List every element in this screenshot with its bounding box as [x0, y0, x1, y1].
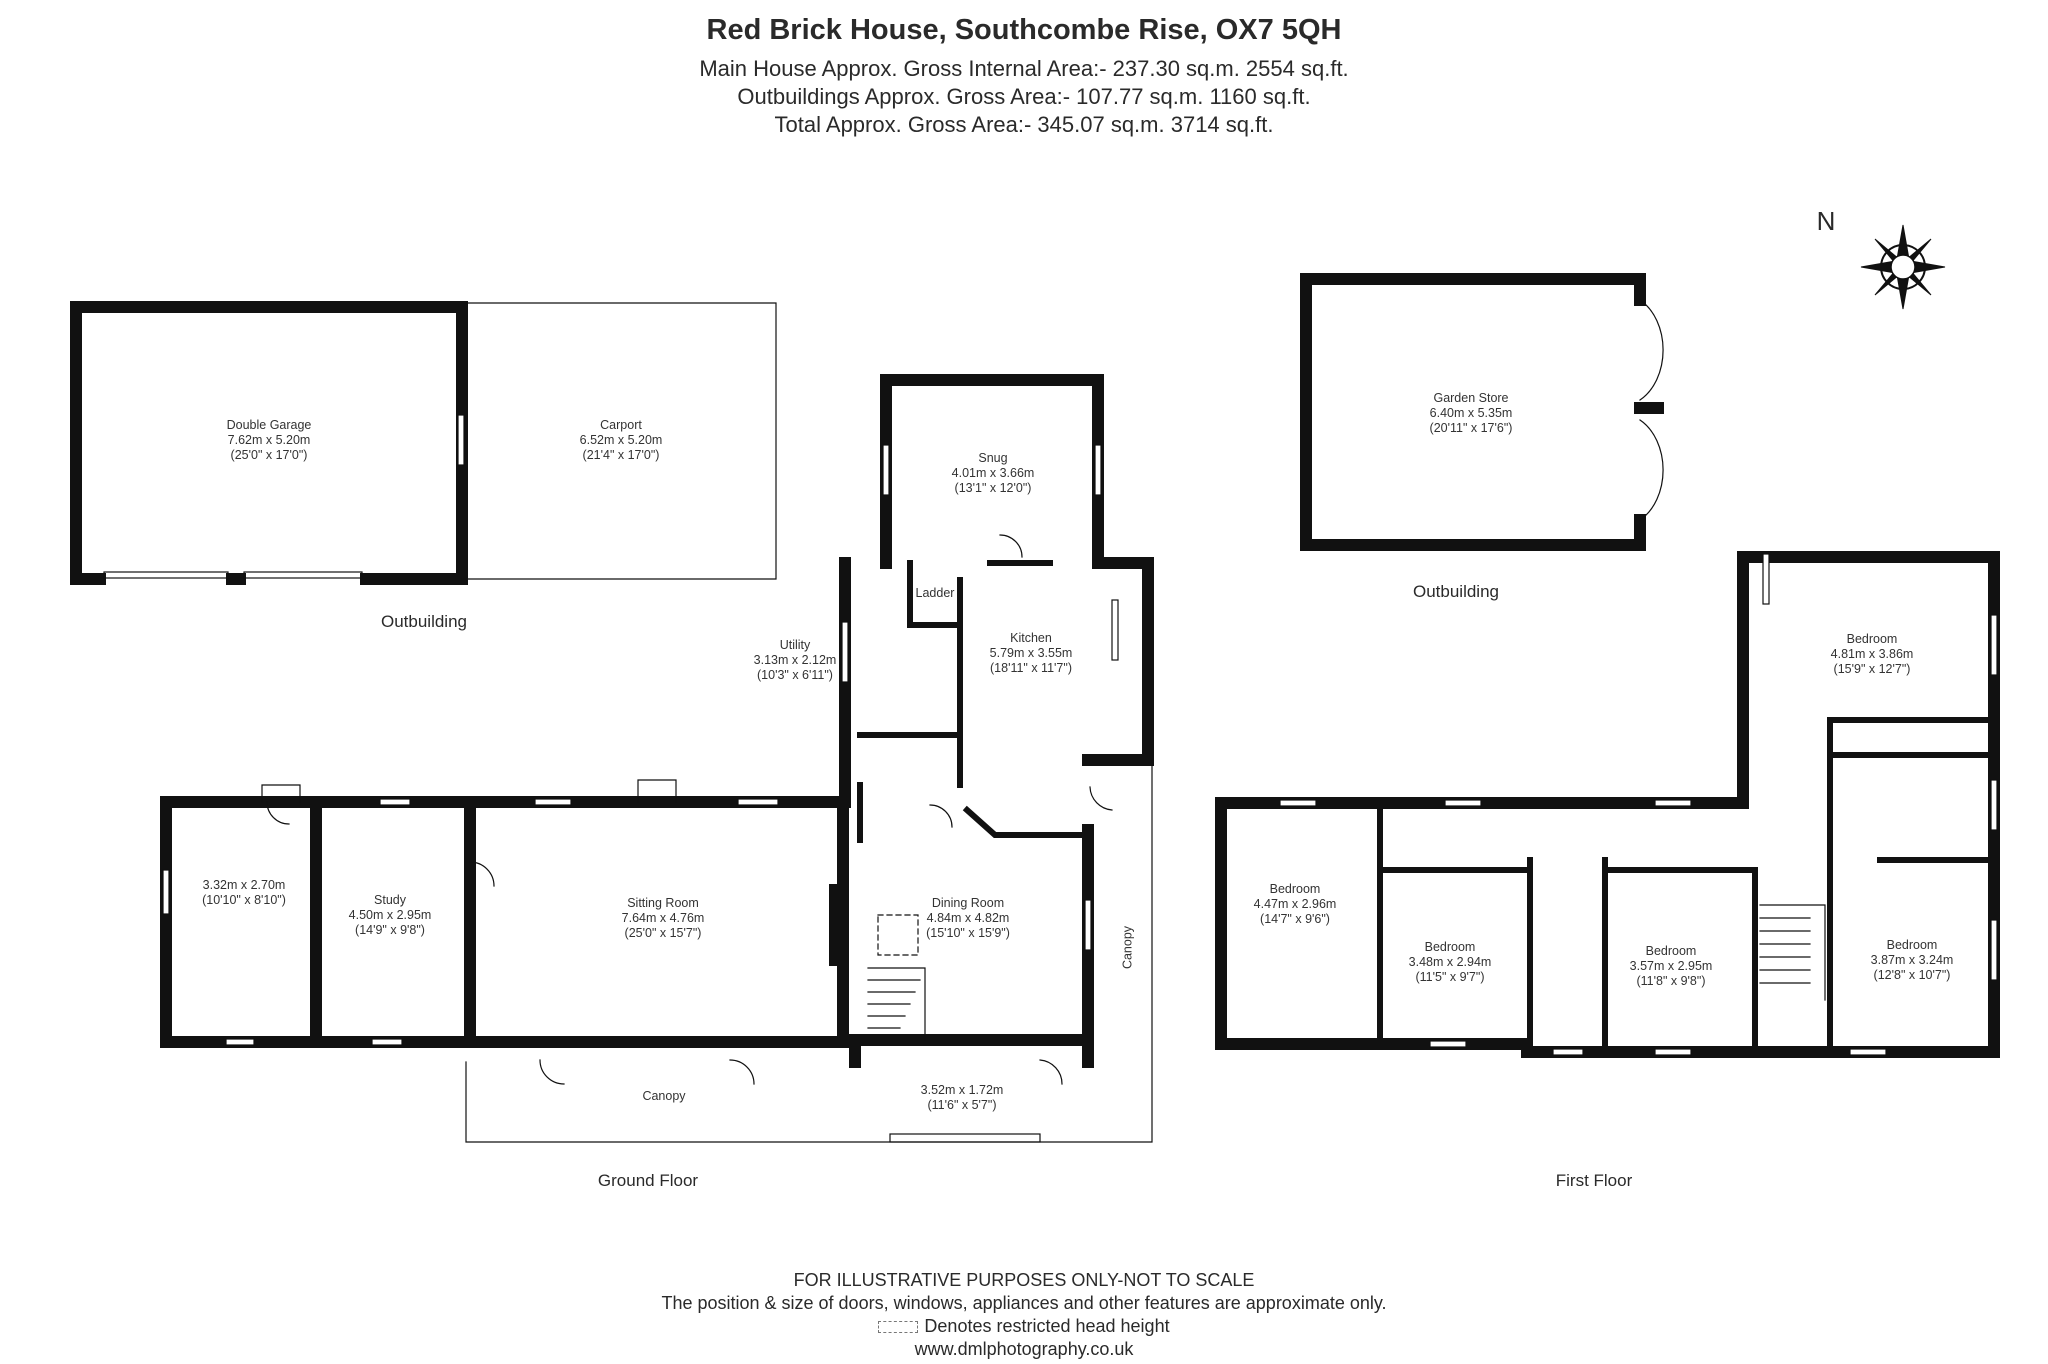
caption-outbuilding-left: Outbuilding: [380, 612, 468, 631]
room-kitchen: Kitchen 5.79m x 3.55m (18'11" x 11'7"): [990, 631, 1073, 676]
room-name: Canopy: [642, 1089, 686, 1103]
disclaimer-scale: FOR ILLUSTRATIVE PURPOSES ONLY-NOT TO SC…: [793, 1270, 1255, 1290]
room-metric: 3.48m x 2.94m: [1408, 955, 1492, 969]
room-metric: 4.01m x 3.66m: [951, 466, 1035, 480]
room-sitting-room: Sitting Room 7.64m x 4.76m (25'0" x 15'7…: [622, 896, 705, 941]
room-utility: Utility 3.13m x 2.12m (10'3" x 6'11"): [754, 638, 837, 683]
room-name: Utility: [779, 638, 811, 652]
website-link[interactable]: www.dmlphotography.co.uk: [914, 1339, 1134, 1359]
room-name: Dining Room: [931, 896, 1005, 910]
room-name: Double Garage: [226, 418, 312, 432]
porch-window: [889, 1133, 1041, 1143]
room-imperial: (25'0" x 17'0"): [230, 448, 308, 462]
room-imperial: (14'7" x 9'6"): [1260, 912, 1330, 926]
garage-doors: [103, 571, 363, 579]
room-name: Sitting Room: [627, 896, 699, 910]
room-double-garage: Double Garage 7.62m x 5.20m (25'0" x 17'…: [227, 418, 312, 463]
room-garden-store: Garden Store 6.40m x 5.35m (20'11" x 17'…: [1430, 391, 1513, 436]
room-metric: 4.50m x 2.95m: [348, 908, 432, 922]
stairs: [867, 967, 926, 1041]
plan-title: Red Brick House, Southcombe Rise, OX7 5Q…: [706, 14, 1342, 46]
room-imperial: (21'4" x 17'0"): [582, 448, 660, 462]
room-ladder: Ladder: [916, 586, 955, 601]
caption-outbuilding-right: Outbuilding: [1412, 582, 1500, 601]
room-snug: Snug 4.01m x 3.66m (13'1" x 12'0"): [952, 451, 1035, 496]
room-metric: 3.52m x 1.72m: [920, 1083, 1004, 1097]
room-canopy-side: Canopy: [1121, 926, 1136, 969]
room-metric: 3.57m x 2.95m: [1629, 959, 1713, 973]
windows: [162, 414, 1119, 1046]
room-shower-room: 3.32m x 2.70m (10'10" x 8'10"): [202, 878, 286, 908]
room-canopy-front: Canopy: [642, 1089, 685, 1104]
room-bedroom-1: Bedroom 4.81m x 3.86m (15'9" x 12'7"): [1831, 632, 1914, 677]
room-metric: 4.84m x 4.82m: [926, 911, 1010, 925]
garden-store-walls: [1300, 273, 1664, 551]
room-name: Ladder: [915, 586, 955, 600]
room-dining-room: Dining Room 4.84m x 4.82m (15'10" x 15'9…: [926, 896, 1010, 941]
caption-ground-floor: Ground Floor: [597, 1171, 699, 1190]
room-metric: 6.52m x 5.20m: [579, 433, 663, 447]
room-imperial: (10'3" x 6'11"): [757, 668, 833, 682]
room-metric: 4.47m x 2.96m: [1253, 897, 1337, 911]
room-name: Kitchen: [1010, 631, 1052, 645]
room-name: Bedroom: [1424, 940, 1476, 954]
room-metric: 4.81m x 3.86m: [1830, 647, 1914, 661]
room-bedroom-2: Bedroom 4.47m x 2.96m (14'7" x 9'6"): [1254, 882, 1337, 927]
door-swings: [261, 534, 1113, 1085]
room-imperial: (11'5" x 9'7"): [1415, 970, 1485, 984]
first-floor-internal: [1377, 717, 1997, 1051]
room-bedroom-4: Bedroom 3.57m x 2.95m (11'8" x 9'8"): [1630, 944, 1713, 989]
room-imperial: (13'1" x 12'0"): [954, 481, 1032, 495]
room-name: Garden Store: [1433, 391, 1509, 405]
restricted-height-text: Denotes restricted head height: [924, 1316, 1170, 1336]
room-metric: 7.64m x 4.76m: [621, 911, 705, 925]
room-metric: 3.13m x 2.12m: [753, 653, 837, 667]
carport-outline: [461, 302, 777, 580]
room-imperial: (25'0" x 15'7"): [624, 926, 702, 940]
room-name: Carport: [600, 418, 642, 432]
room-porch: 3.52m x 1.72m (11'6" x 5'7"): [921, 1083, 1004, 1113]
room-name: Snug: [978, 451, 1008, 465]
room-name: Bedroom: [1645, 944, 1697, 958]
room-imperial: (11'6" x 5'7"): [927, 1098, 997, 1112]
room-carport: Carport 6.52m x 5.20m (21'4" x 17'0"): [580, 418, 663, 463]
canopy-outline: [465, 759, 1153, 1143]
room-name: Bedroom: [1886, 938, 1938, 952]
room-imperial: (14'9" x 9'8"): [355, 923, 425, 937]
restricted-height-box: [877, 914, 919, 956]
room-metric: 7.62m x 5.20m: [227, 433, 311, 447]
room-imperial: (12'8" x 10'7"): [1873, 968, 1951, 982]
compass-north-label: N: [1816, 206, 1836, 236]
restricted-height-legend: Denotes restricted head height: [0, 1316, 2048, 1337]
room-name: Bedroom: [1846, 632, 1898, 646]
garden-store-doors: [1639, 299, 1664, 521]
room-metric: 5.79m x 3.55m: [989, 646, 1073, 660]
first-floor-windows: [1279, 553, 1998, 1056]
disclaimer-approximate: The position & size of doors, windows, a…: [661, 1293, 1387, 1313]
room-bedroom-5: Bedroom 3.87m x 3.24m (12'8" x 10'7"): [1871, 938, 1954, 983]
room-imperial: (15'9" x 12'7"): [1833, 662, 1911, 676]
compass-rose-icon: [1860, 224, 1946, 310]
room-imperial: (11'8" x 9'8"): [1636, 974, 1706, 988]
room-imperial: (10'10" x 8'10"): [202, 893, 286, 907]
room-metric: 3.32m x 2.70m: [202, 878, 286, 892]
restricted-height-swatch: [878, 1321, 919, 1334]
room-name: Bedroom: [1269, 882, 1321, 896]
room-imperial: (18'11" x 11'7"): [990, 661, 1072, 675]
room-metric: 3.87m x 3.24m: [1870, 953, 1954, 967]
room-name: Study: [374, 893, 406, 907]
first-floor-stairs: [1759, 904, 1826, 1001]
main-house-area: Main House Approx. Gross Internal Area:-…: [699, 56, 1349, 81]
caption-first-floor: First Floor: [1555, 1171, 1633, 1190]
room-imperial: (15'10" x 15'9"): [926, 926, 1010, 940]
room-metric: 6.40m x 5.35m: [1429, 406, 1513, 420]
outbuildings-area: Outbuildings Approx. Gross Area:- 107.77…: [737, 84, 1311, 109]
room-imperial: (20'11" x 17'6"): [1429, 421, 1513, 435]
room-bedroom-3: Bedroom 3.48m x 2.94m (11'5" x 9'7"): [1409, 940, 1492, 985]
room-study: Study 4.50m x 2.95m (14'9" x 9'8"): [349, 893, 432, 938]
room-name: Canopy: [1120, 925, 1135, 970]
internal-walls: [857, 560, 1093, 843]
total-area: Total Approx. Gross Area:- 345.07 sq.m. …: [774, 112, 1274, 137]
